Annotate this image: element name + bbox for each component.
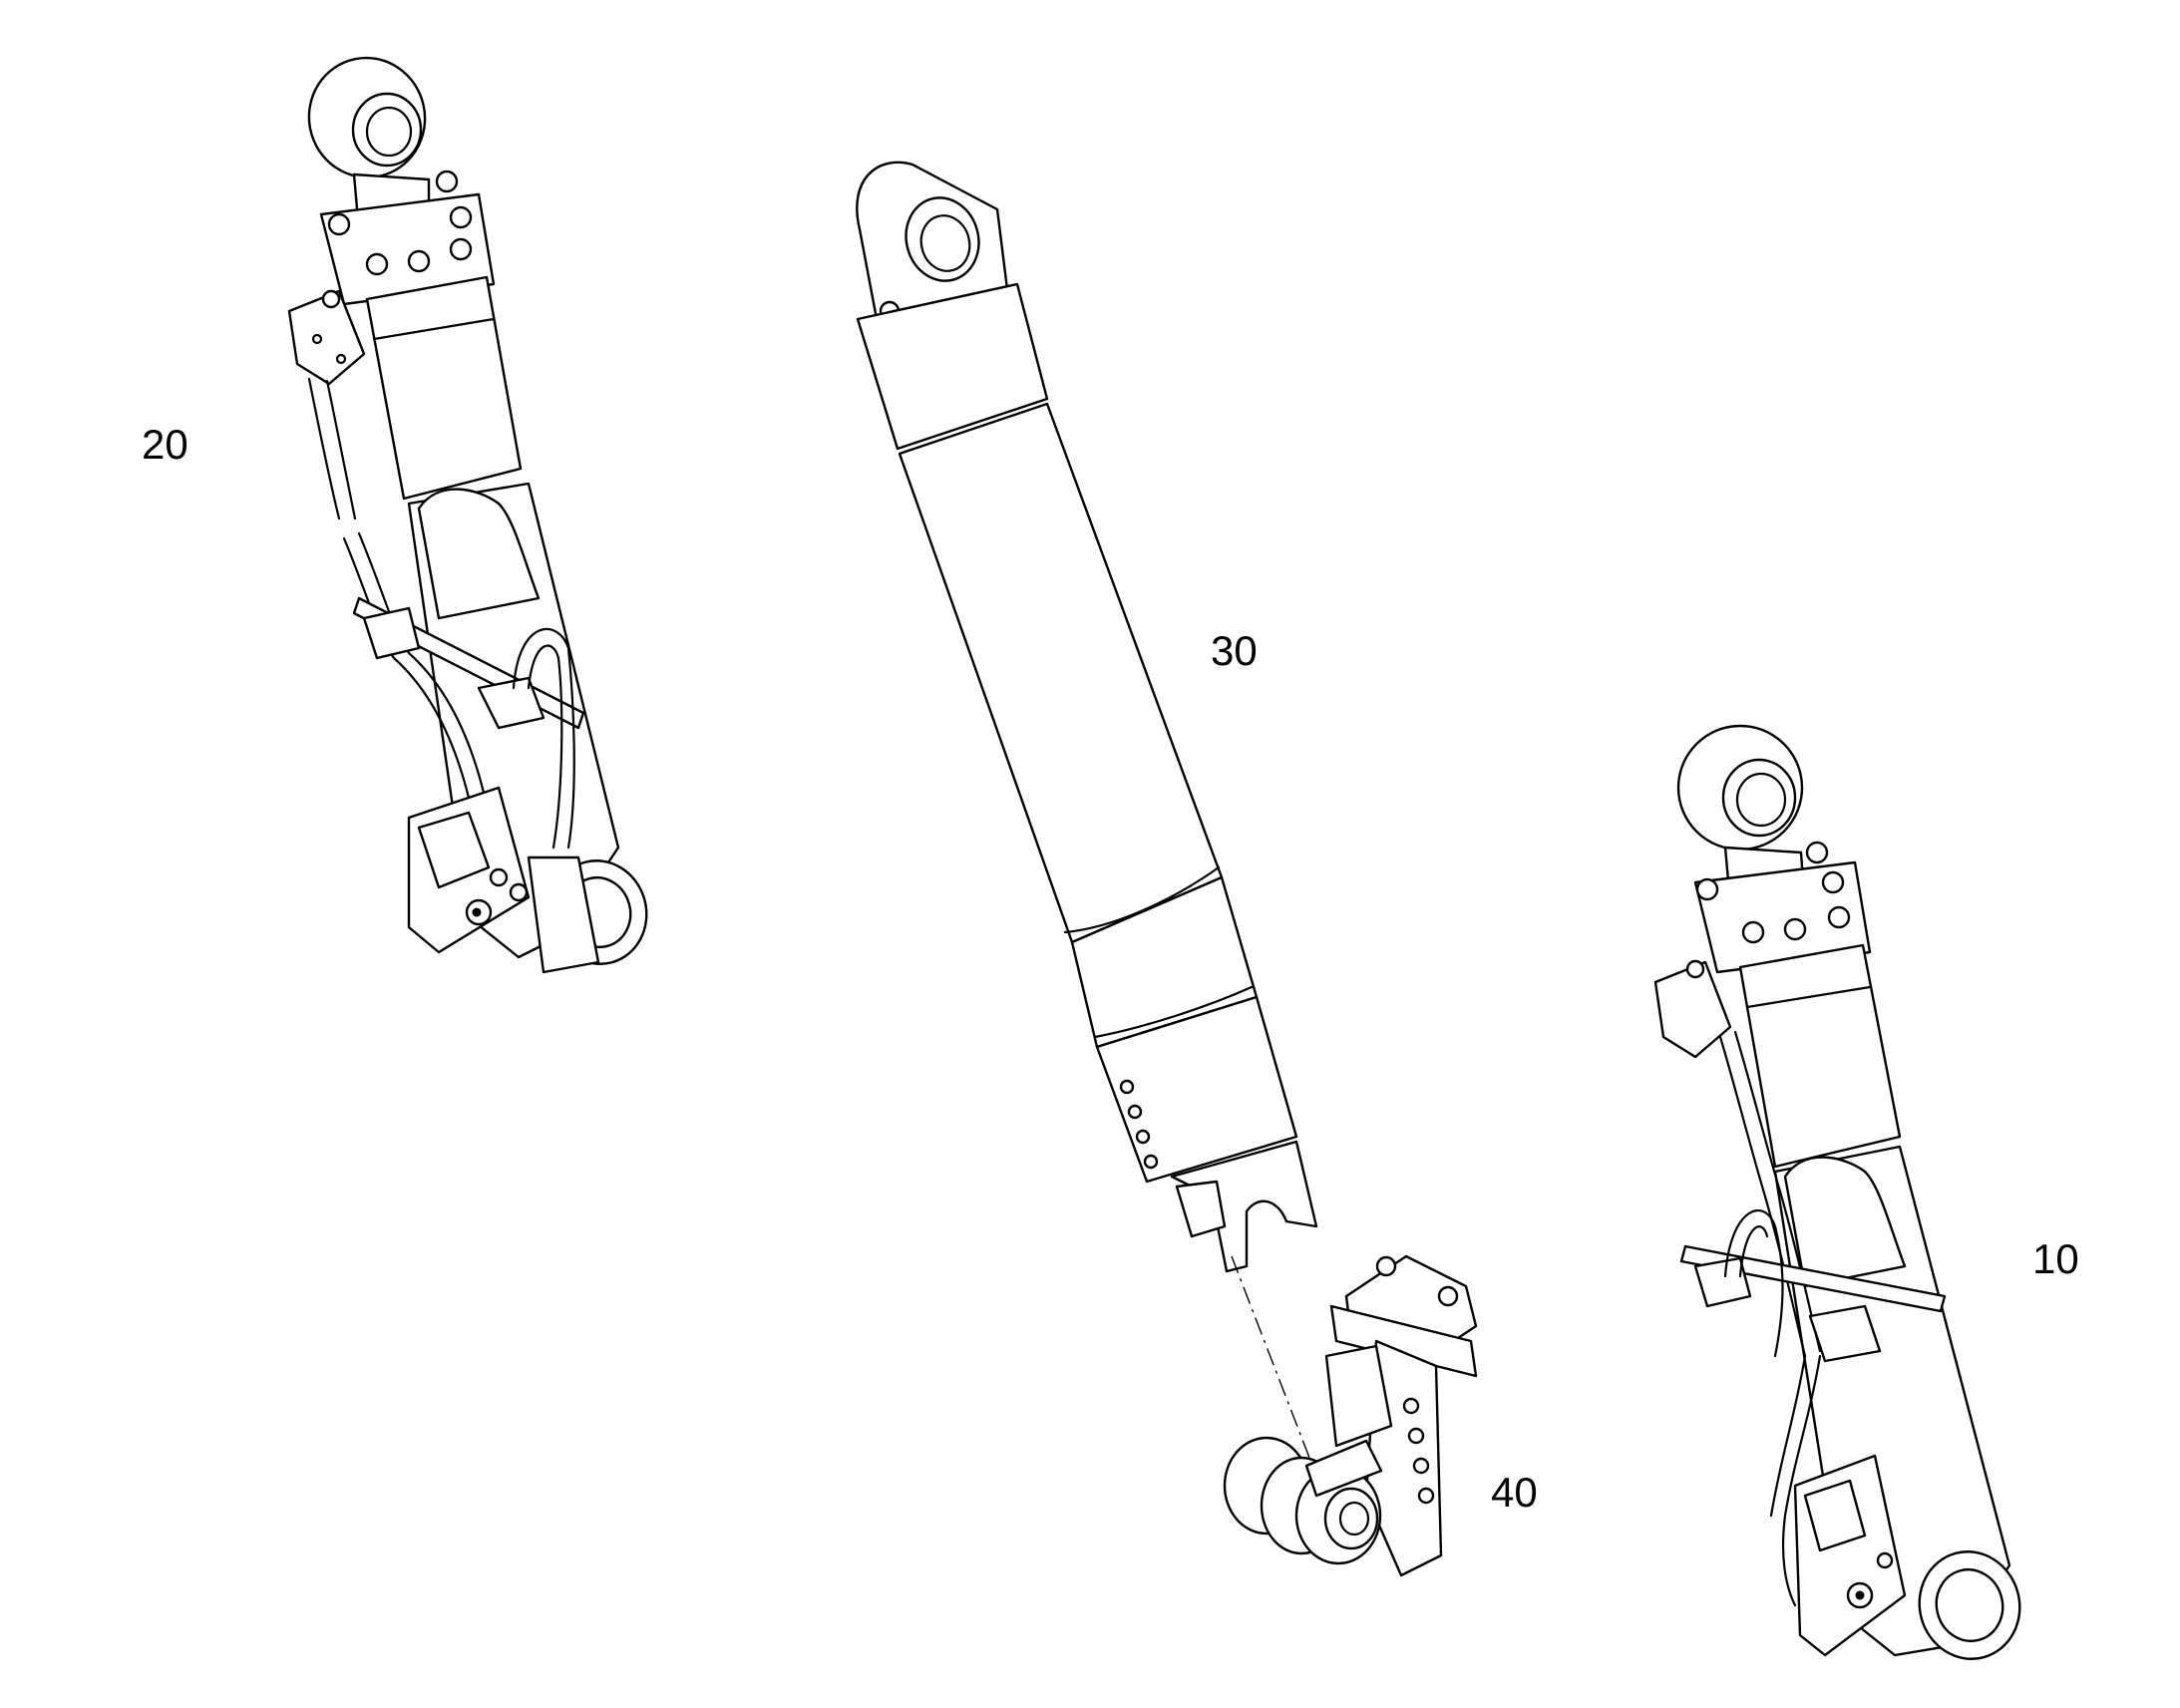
cylinder-assembly-20 <box>287 56 648 974</box>
bracket-40 <box>1223 1254 1478 1577</box>
cylinder-assembly-30 <box>856 161 1318 1477</box>
callout-item-30: 30 <box>1211 627 1258 674</box>
callout-item-40: 40 <box>1491 1469 1538 1516</box>
callout-item-10: 10 <box>2032 1235 2079 1282</box>
cylinder-assembly-10 <box>1653 724 2021 1660</box>
callout-item-20: 20 <box>142 421 188 468</box>
